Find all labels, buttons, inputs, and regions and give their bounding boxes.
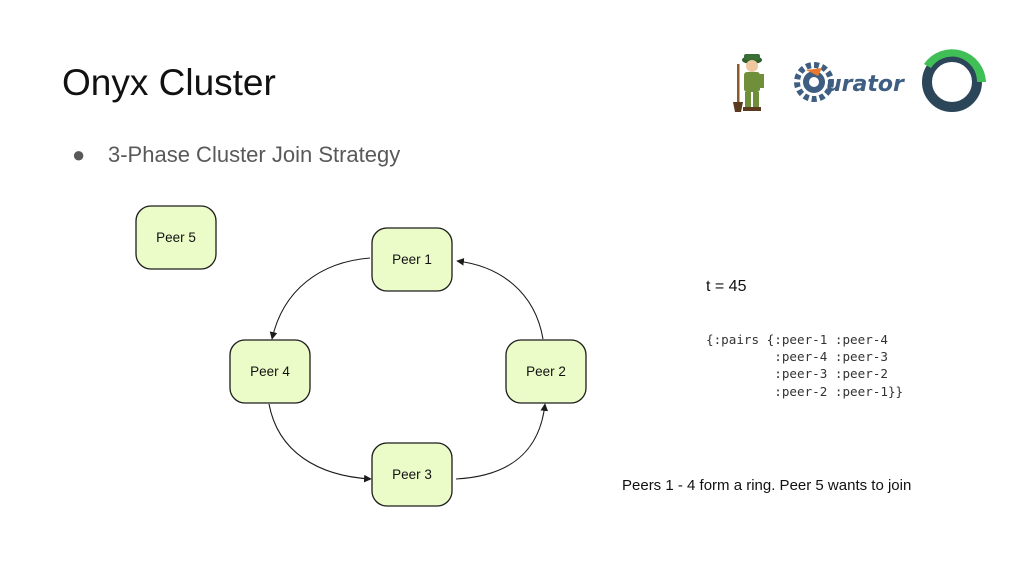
edge-peer4-to-peer3 — [268, 403, 372, 483]
curator-logo-label: urator — [826, 72, 905, 97]
time-label: t = 45 — [706, 278, 747, 295]
peer-node-1: Peer 1 — [371, 227, 453, 292]
zookeeper-logo-icon — [733, 54, 764, 112]
peer-node-4: Peer 4 — [229, 339, 311, 404]
peer-node-3: Peer 3 — [371, 442, 453, 507]
logo-strip: urator — [733, 49, 986, 112]
bullet-item: ● 3-Phase Cluster Join Strategy — [72, 142, 400, 168]
curator-logo-icon: urator — [794, 62, 905, 102]
edge-peer2-to-peer1 — [456, 257, 544, 340]
peer-node-label: Peer 5 — [156, 230, 196, 245]
bullet-marker: ● — [72, 142, 86, 167]
peer-node-2: Peer 2 — [505, 339, 587, 404]
peer-node-label: Peer 4 — [250, 364, 290, 379]
peer-node-label: Peer 2 — [526, 364, 566, 379]
bullet-text: 3-Phase Cluster Join Strategy — [108, 142, 401, 167]
pairs-code-block: {:pairs {:peer-1 :peer-4 :peer-4 :peer-3… — [706, 332, 904, 399]
peer-node-label: Peer 3 — [392, 467, 432, 482]
edge-peer1-to-peer4 — [269, 257, 371, 340]
peer-node-5: Peer 5 — [135, 205, 217, 270]
circular-arrow-logo-icon — [922, 49, 986, 112]
edge-peer3-to-peer2 — [455, 403, 549, 480]
diagram-caption: Peers 1 - 4 form a ring. Peer 5 wants to… — [622, 477, 912, 494]
slide-title: Onyx Cluster — [62, 62, 276, 103]
peer-node-label: Peer 1 — [392, 252, 432, 267]
